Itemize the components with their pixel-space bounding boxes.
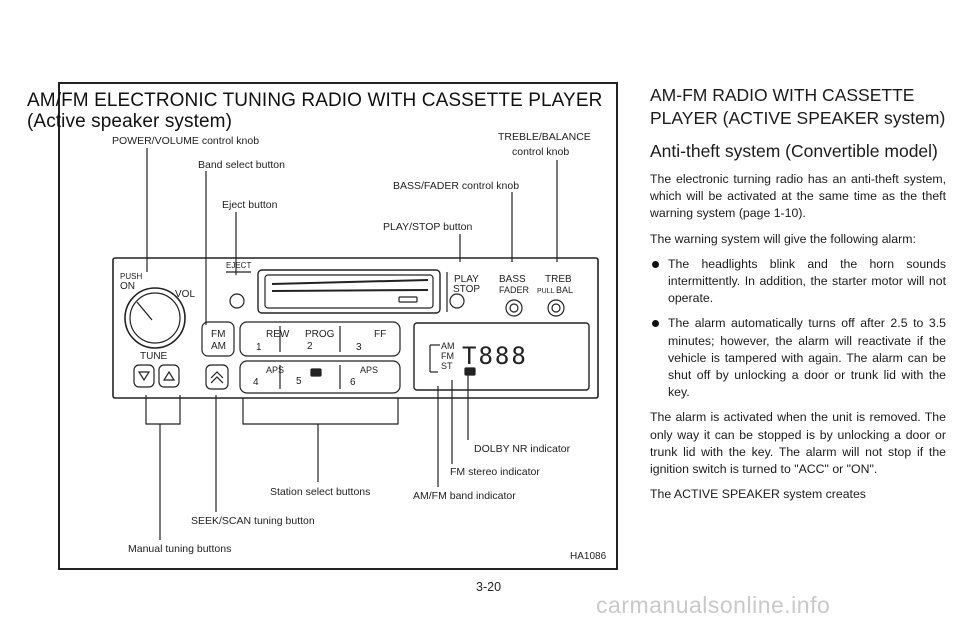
preset-row-bottom (239, 360, 401, 394)
display-digits: T888 (462, 342, 528, 370)
preset-3: 3 (356, 342, 362, 353)
bullet-text-2: The alarm automatically turns off after … (668, 316, 946, 400)
figure-frame (58, 82, 618, 570)
paragraph-3: The alarm is activated when the unit is … (650, 410, 946, 477)
radio-faceplate (112, 257, 599, 399)
volume-knob (124, 287, 186, 349)
callout-play-stop: PLAY/STOP button (383, 221, 473, 233)
band-button (201, 321, 235, 357)
callout-fm-stereo: FM stereo indicator (450, 466, 540, 478)
callout-eject: Eject button (222, 199, 278, 211)
bullet-text-1: The headlights blink and the horn sounds… (668, 256, 946, 306)
display-window (413, 322, 590, 391)
callout-seek-scan: SEEK/SCAN tuning button (191, 515, 315, 527)
panel-push: PUSH (120, 272, 142, 281)
panel-prog: PROG (305, 329, 335, 340)
panel-aps-right: APS (360, 365, 378, 375)
panel-vol: VOL (175, 289, 195, 300)
display-am: AM (441, 341, 455, 351)
callout-bass-fader: BASS/FADER control knob (393, 180, 520, 192)
panel-fm: FM (211, 329, 225, 340)
paragraph-2: The warning system will give the followi… (650, 231, 916, 246)
callout-band-select: Band select button (198, 159, 285, 171)
panel-am: AM (211, 341, 226, 352)
section-title: AM-FM RADIO WITH CASSETTE PLAYER (ACTIVE… (650, 85, 946, 128)
play-stop-knob (449, 293, 465, 309)
eject-knob (229, 293, 245, 309)
panel-eject: EJECT (226, 261, 251, 270)
panel-bass: BASS (499, 274, 526, 285)
page-number: 3-20 (476, 580, 502, 594)
preset-4: 4 (253, 377, 259, 388)
callout-treble-balance-2: control knob (512, 146, 570, 158)
cassette-slot-mark (398, 296, 418, 303)
display-st: ST (441, 361, 453, 371)
callout-power-volume: POWER/VOLUME control knob (112, 135, 260, 147)
bullet-item-1: The headlights blink and the horn sounds… (650, 256, 946, 308)
figure-title-line2: (Active speaker system) (27, 111, 233, 132)
preset-5: 5 (296, 376, 302, 387)
callout-treble-balance-1: TREBLE/BALANCE (498, 131, 591, 143)
figure-title: AM/FM ELECTRONIC TUNING RADIO WITH CASSE… (27, 90, 603, 132)
callout-manual-tuning: Manual tuning buttons (128, 543, 232, 555)
panel-aps-left: APS (266, 365, 284, 375)
leader-manual-bracket (145, 395, 181, 425)
bullet-dot-icon (652, 320, 659, 328)
display-fm: FM (441, 351, 454, 361)
panel-fader: FADER (499, 285, 530, 295)
panel-ff: FF (374, 329, 386, 340)
callout-amfm-band: AM/FM band indicator (413, 490, 516, 502)
panel-tune: TUNE (140, 351, 168, 362)
bullet-item-2: The alarm automatically turns off after … (650, 315, 946, 401)
panel-play: PLAY (454, 274, 479, 285)
preset-row-top (239, 321, 401, 357)
watermark: carmanualsonline.info (596, 592, 831, 618)
preset-2: 2 (307, 341, 313, 352)
seek-button (205, 364, 229, 390)
panel-pull: PULL (537, 288, 555, 295)
figure-code: HA1086 (570, 551, 607, 562)
panel-treb: TREB (545, 274, 572, 285)
figure-title-line1: AM/FM ELECTRONIC TUNING RADIO WITH CASSE… (27, 90, 603, 111)
bullet-dot-icon (652, 260, 659, 268)
leader-station-bracket (242, 398, 399, 425)
preset-1: 1 (256, 342, 262, 353)
panel-bal: BAL (556, 285, 573, 295)
panel-stop: STOP (453, 284, 480, 295)
treble-balance-knob (547, 299, 565, 317)
tune-up-button (158, 364, 180, 388)
preset-6: 6 (350, 377, 356, 388)
cassette-door (257, 269, 441, 314)
bass-fader-knob (505, 299, 523, 317)
tune-down-button (133, 364, 155, 388)
alarm-bullet-list: The headlights blink and the horn sounds… (650, 256, 946, 402)
paragraph-1: The electronic turning radio has an anti… (650, 172, 946, 221)
text-column: AM-FM RADIO WITH CASSETTE PLAYER (ACTIVE… (650, 84, 946, 511)
callout-dolby: DOLBY NR indicator (474, 443, 571, 455)
panel-on: ON (120, 281, 135, 292)
section-subtitle: Anti-theft system (Convertible model) (650, 141, 938, 161)
paragraph-4: The ACTIVE SPEAKER system creates (650, 487, 866, 502)
callout-station-select: Station select buttons (270, 486, 371, 498)
panel-rew: REW (266, 329, 290, 340)
